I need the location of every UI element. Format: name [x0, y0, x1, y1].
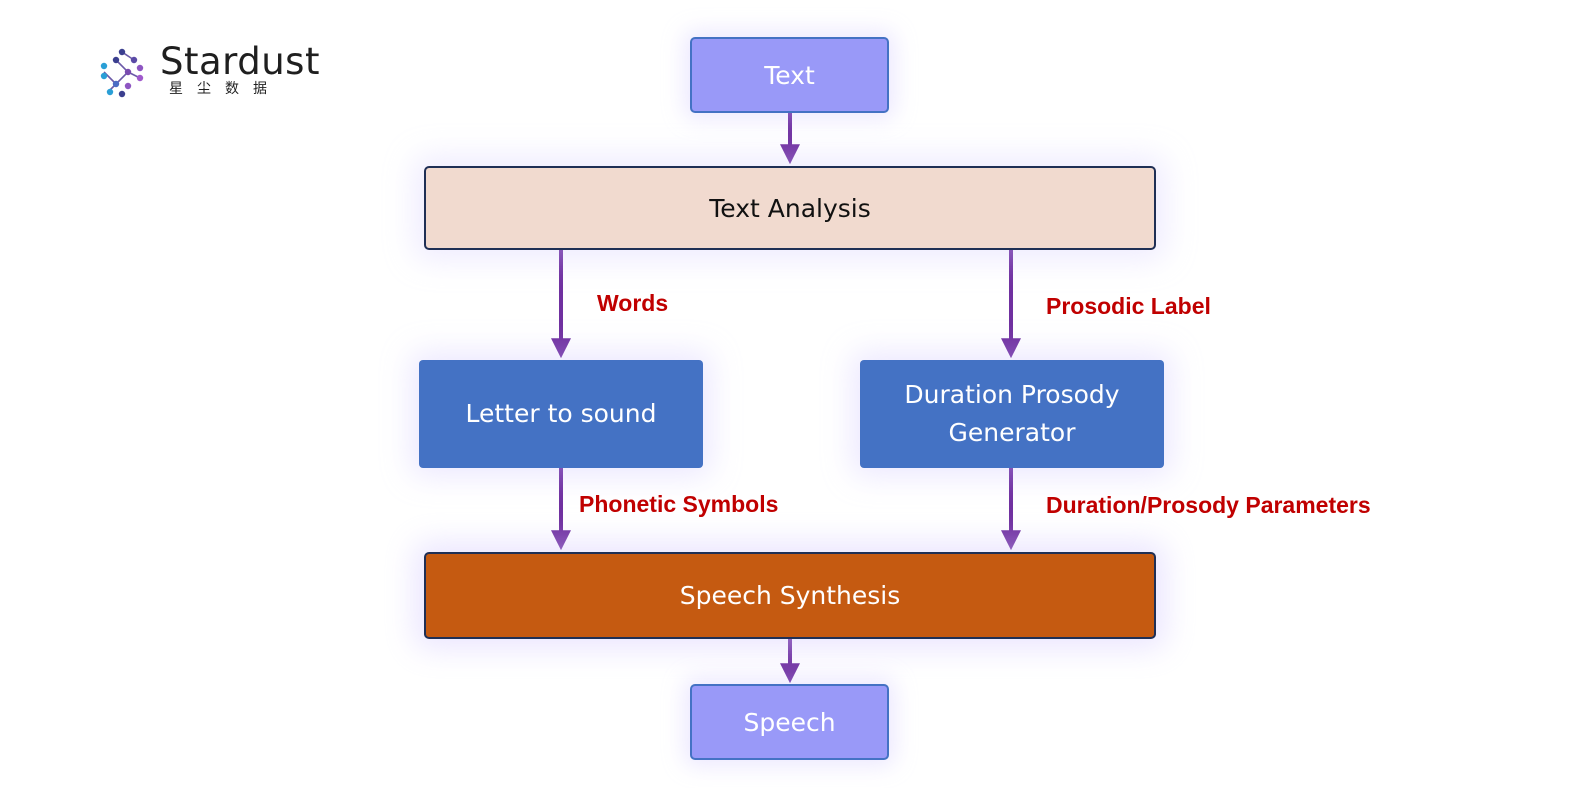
speech-synthesis-label: Speech Synthesis	[679, 581, 901, 610]
duration-prosody-label-line1: Duration Prosody	[904, 380, 1120, 409]
logo-name: Stardust	[160, 40, 320, 83]
duration-prosody-label-line2: Generator	[948, 418, 1076, 447]
letter-to-sound-node: Letter to sound	[419, 360, 703, 468]
speech-output-node: Speech	[690, 684, 889, 760]
text-input-node: Text	[690, 37, 889, 113]
letter-to-sound-label: Letter to sound	[465, 399, 657, 428]
speech-output-label: Speech	[743, 707, 836, 737]
logo-subtitle: 星尘数据	[169, 81, 281, 97]
edge-label-words: Words	[597, 290, 669, 316]
edge-label-duration-prosody-parameters: Duration/Prosody Parameters	[1046, 492, 1371, 518]
text-input-label: Text	[764, 60, 815, 90]
text-analysis-label: Text Analysis	[709, 193, 871, 223]
text-analysis-node: Text Analysis	[424, 166, 1156, 250]
stardust-logo: Stardust 星尘数据	[96, 40, 319, 100]
speech-synthesis-node: Speech Synthesis	[424, 552, 1156, 639]
edge-label-prosodic-label: Prosodic Label	[1046, 293, 1211, 319]
duration-prosody-generator-node: Duration Prosody Generator	[860, 360, 1164, 468]
edge-label-phonetic-symbols: Phonetic Symbols	[579, 491, 779, 517]
stardust-logo-icon	[100, 48, 144, 98]
